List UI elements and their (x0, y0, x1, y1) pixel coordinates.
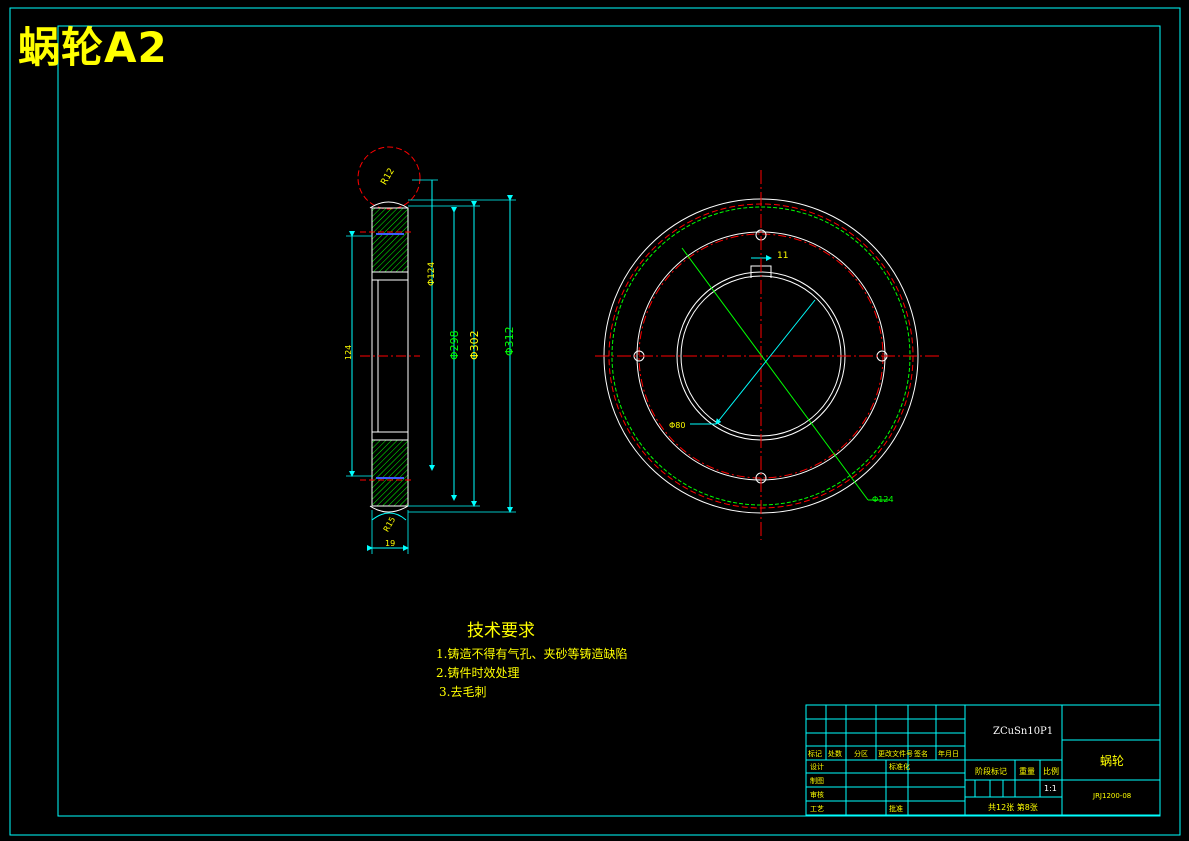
dim-phi80: Φ80 (669, 421, 685, 430)
dim-phi124-right: Φ124 (872, 495, 894, 504)
dim-phi302: Φ302 (468, 330, 481, 360)
scale-value: 1:1 (1044, 784, 1057, 793)
dim-phi298: Φ298 (448, 330, 461, 360)
row-label-process: 工艺 (810, 805, 824, 813)
weight-label: 重量 (1019, 767, 1035, 776)
row-label-design: 设计 (810, 763, 824, 771)
tech-item-3: 3.去毛刺 (439, 685, 487, 699)
header-label-6: 年月日 (938, 750, 959, 758)
dim-keyway: 11 (777, 251, 788, 261)
drawing-number: JRJ1200-08 (1093, 792, 1132, 800)
header-label-1: 标记 (808, 750, 822, 758)
tech-requirements-title: 技术要求 (467, 621, 535, 641)
dim-width: 19 (385, 539, 395, 548)
ratio-label: 比例 (1043, 767, 1059, 776)
rim-top (371, 207, 409, 273)
header-label-2: 处数 (828, 750, 842, 758)
std-label: 标准化 (889, 763, 910, 771)
dim-phi312: Φ312 (503, 326, 516, 356)
sheet-title: 蜗轮A2 (18, 23, 168, 72)
front-view: Φ80 Φ124 11 (595, 170, 942, 540)
tech-item-1: 1.铸造不得有气孔、夹砂等铸造缺陷 (436, 647, 628, 661)
rim-bottom (371, 439, 409, 507)
dim-r15: R15 (382, 515, 398, 533)
sheet-info: 共12张 第8张 (988, 803, 1038, 812)
header-label-4: 更改文件号 (878, 750, 913, 758)
material: ZCuSn10P1 (993, 726, 1054, 737)
header-label-3: 分区 (854, 750, 868, 758)
title-block (805, 704, 1161, 816)
tech-item-2: 2.铸件时效处理 (436, 666, 520, 680)
outer-frame (9, 7, 1181, 836)
dim-hub: 124 (344, 345, 353, 360)
section-view: R12 124 Φ124 Φ298 Φ302 Φ312 R15 19 (344, 146, 516, 554)
header-label-5: 签名 (914, 750, 928, 758)
inner-frame (57, 25, 1161, 817)
row-label-draw: 制图 (810, 777, 824, 785)
dim-r12: R12 (379, 167, 397, 187)
row-label-review: 审核 (810, 791, 824, 799)
part-name: 蜗轮 (1100, 754, 1125, 768)
dim-phi124-left: Φ124 (427, 261, 437, 286)
approve-label: 批准 (889, 805, 903, 813)
stage-label: 阶段标记 (975, 767, 1007, 776)
